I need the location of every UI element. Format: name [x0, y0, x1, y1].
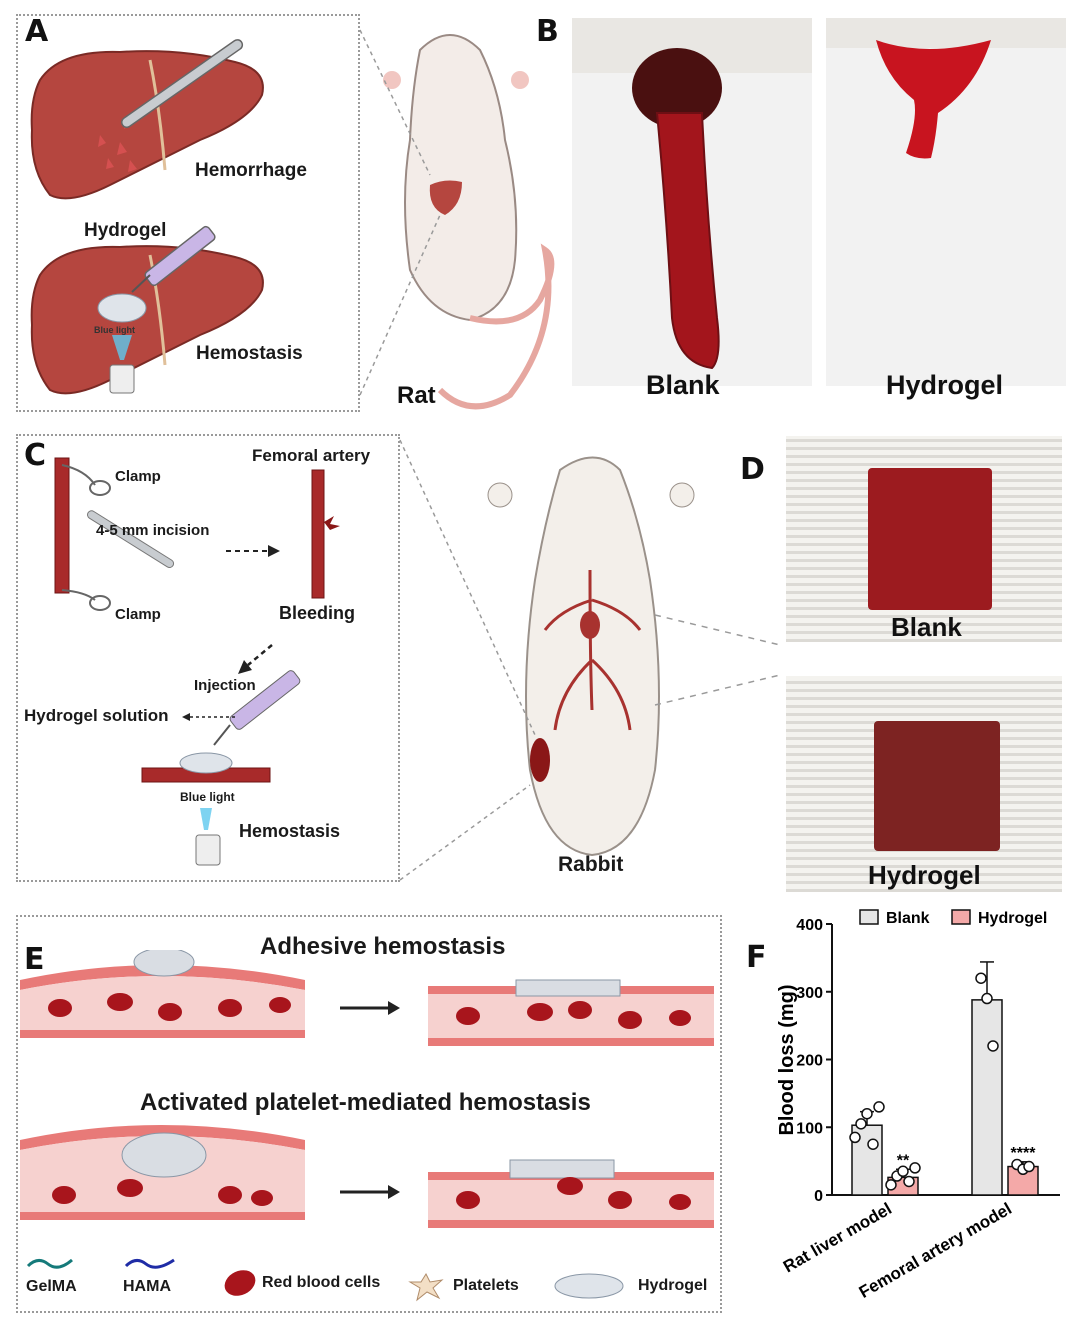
gelma-legend-icon	[26, 1258, 73, 1269]
panel-a-inset-box	[16, 14, 360, 412]
data-point	[981, 992, 993, 1005]
hydrogel-photo-d	[786, 676, 1062, 892]
data-point	[867, 1138, 879, 1150]
clamp-bottom-label: Clamp	[115, 606, 161, 623]
data-point	[903, 1175, 915, 1188]
data-point	[861, 1107, 873, 1120]
significance-label: ****	[1011, 1145, 1037, 1162]
rat-label: Rat	[397, 382, 436, 409]
data-point	[975, 972, 987, 984]
liver-hemorrhage-illustration	[30, 39, 264, 200]
x-category-label: Rat liver model	[780, 1199, 895, 1276]
panel-e-letter: E	[24, 942, 45, 977]
panel-f-letter: F	[746, 940, 767, 975]
bleeding-label: Bleeding	[279, 603, 356, 623]
y-tick-label: 300	[796, 985, 823, 1002]
blank-caption-d: Blank	[891, 612, 962, 642]
data-point	[1023, 1160, 1035, 1173]
hydrogel-solution-label: Hydrogel solution	[24, 706, 169, 725]
platelet-icon	[408, 1272, 444, 1302]
data-point	[897, 1165, 909, 1178]
y-tick-label: 100	[796, 1120, 823, 1137]
blue-light-label-c: Blue light	[180, 790, 235, 804]
blank-photo-b	[572, 18, 812, 386]
hydrogel-legend-label: Hydrogel	[638, 1277, 708, 1294]
incision-label: 4-5 mm incision	[96, 522, 210, 539]
data-point	[849, 1131, 861, 1144]
liver-hemostasis-illustration	[30, 225, 264, 395]
blank-caption-b: Blank	[646, 370, 720, 400]
rabbit-illustration	[487, 456, 695, 857]
blue-light-label-a: Blue light	[94, 325, 135, 335]
hemostasis-label-c: Hemostasis	[239, 821, 341, 841]
platelet-hemostasis-title: Activated platelet-mediated hemostasis	[140, 1089, 591, 1116]
hemorrhage-label: Hemorrhage	[195, 160, 307, 181]
y-tick-label: 400	[796, 917, 823, 934]
panel-a-illustration	[30, 29, 555, 410]
rbc-legend-label: Red blood cells	[262, 1274, 381, 1291]
data-point	[873, 1101, 885, 1113]
panel-b-letter: B	[536, 14, 559, 49]
y-tick-label: 200	[796, 1053, 823, 1070]
panel-a-letter: A	[25, 14, 49, 49]
hydrogel-legend-icon	[554, 1273, 624, 1299]
gelma-legend-label: GelMA	[26, 1278, 77, 1295]
panel-e-box	[16, 915, 722, 1313]
data-point	[987, 1040, 999, 1052]
bar-blank	[971, 999, 1003, 1196]
hydrogel-photo-b	[826, 18, 1066, 386]
panel-c-illustration	[54, 439, 780, 881]
hydrogel-caption-d: Hydrogel	[868, 860, 981, 890]
blank-photo-d	[786, 436, 1062, 642]
data-point	[855, 1118, 867, 1130]
clamp-top-label: Clamp	[115, 468, 161, 485]
hama-legend-icon	[124, 1258, 175, 1269]
hydrogel-label-a: Hydrogel	[84, 220, 167, 241]
rat-illustration	[383, 34, 555, 410]
femoral-artery-label: Femoral artery	[252, 446, 371, 465]
panel-c-letter: C	[24, 438, 47, 473]
data-point	[885, 1179, 897, 1191]
y-axis-label: Blood loss (mg)	[776, 984, 798, 1135]
significance-label: **	[897, 1152, 910, 1169]
hydrogel-caption-b: Hydrogel	[886, 370, 1004, 400]
legend-label-hydrogel: Hydrogel	[978, 910, 1047, 927]
adhesive-hemostasis-title: Adhesive hemostasis	[260, 933, 506, 960]
hama-legend-label: HAMA	[123, 1278, 171, 1295]
rabbit-label: Rabbit	[558, 853, 624, 876]
legend-swatch-hydrogel	[951, 909, 971, 925]
legend-swatch-blank	[859, 909, 879, 925]
legend-label-blank: Blank	[886, 910, 930, 927]
panel-c-inset-box	[16, 434, 400, 882]
data-point	[909, 1162, 921, 1174]
red-blood-cell-icon	[224, 1270, 256, 1296]
injection-label: Injection	[194, 677, 256, 694]
panel-e-illustration	[20, 950, 714, 1228]
hemostasis-label-a: Hemostasis	[196, 343, 303, 364]
panel-d-letter: D	[740, 452, 765, 487]
platelets-legend-label: Platelets	[453, 1277, 519, 1294]
y-tick-label: 0	[814, 1188, 823, 1205]
